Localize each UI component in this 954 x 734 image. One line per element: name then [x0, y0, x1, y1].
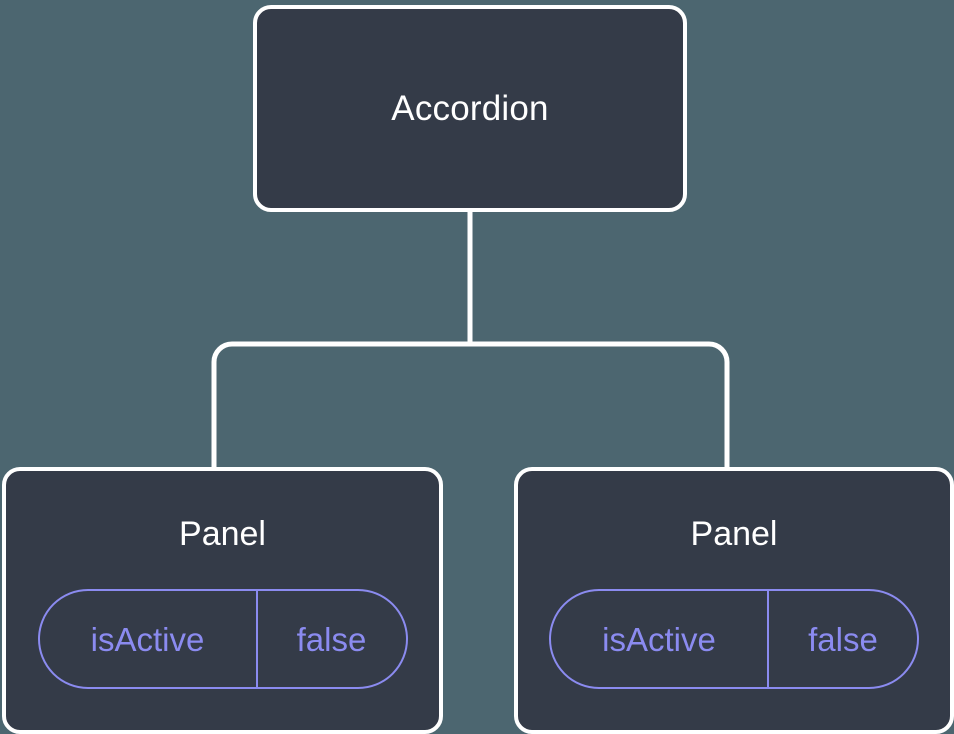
state-pill-panel-2[interactable]: isActive false: [549, 589, 919, 689]
node-panel-1-label: Panel: [179, 515, 266, 553]
state-pill-panel-2-value: false: [767, 591, 917, 687]
edge-to-panel-right: [470, 341, 730, 469]
node-panel-2-label: Panel: [690, 515, 778, 553]
node-accordion-label: Accordion: [391, 89, 549, 128]
edge-to-panel-left: [211, 341, 470, 469]
state-pill-panel-1-key: isActive: [90, 620, 205, 658]
node-panel-2[interactable]: Panel isActive false: [514, 467, 954, 734]
node-panel-1[interactable]: Panel isActive false: [2, 467, 443, 734]
state-pill-panel-1[interactable]: isActive false: [37, 589, 408, 689]
state-pill-panel-1-value: false: [255, 591, 406, 687]
node-accordion[interactable]: Accordion: [253, 5, 687, 212]
state-pill-panel-2-key: isActive: [602, 620, 716, 658]
